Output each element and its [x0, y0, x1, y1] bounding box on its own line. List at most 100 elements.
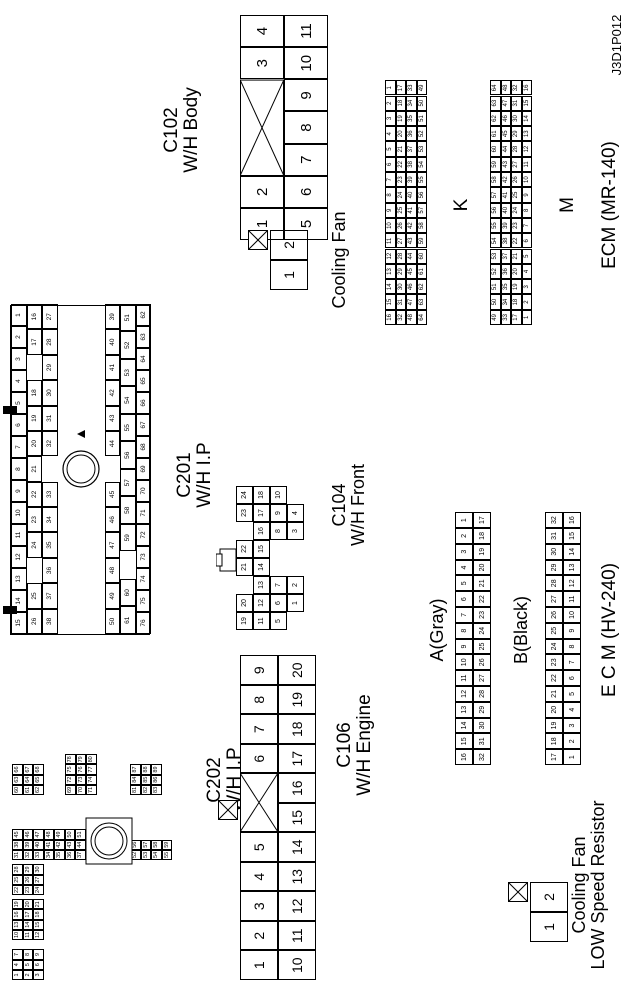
- pin-31: 31: [12, 849, 23, 860]
- pin-82: 82: [140, 784, 151, 795]
- pin-41: 41: [43, 839, 54, 850]
- pin-50: 50: [104, 608, 120, 634]
- pin-85: 85: [140, 774, 151, 785]
- pin-58: 58: [490, 172, 501, 188]
- pin-25: 25: [511, 187, 522, 203]
- pin-59: 59: [416, 233, 427, 249]
- pin-27: 27: [395, 233, 406, 249]
- pin-63: 63: [135, 326, 151, 348]
- pin-62: 62: [135, 304, 151, 326]
- pin-75: 75: [135, 590, 151, 612]
- pin-81: 81: [130, 784, 141, 795]
- pin-20: 20: [395, 126, 406, 142]
- pin-44: 44: [406, 248, 417, 264]
- pin-76: 76: [135, 612, 151, 634]
- pin-23: 23: [22, 884, 33, 895]
- pin-62: 62: [490, 110, 501, 127]
- pin-11: 11: [278, 921, 316, 951]
- pin-52: 52: [120, 331, 136, 359]
- pin-2: 2: [563, 733, 581, 750]
- pin-24: 24: [395, 187, 406, 203]
- pin-51: 51: [416, 110, 427, 127]
- pin-4: 4: [240, 15, 284, 48]
- pin-67: 67: [22, 764, 33, 775]
- pin-40: 40: [33, 839, 44, 850]
- pin-87: 87: [130, 764, 141, 775]
- pin-5: 5: [385, 141, 396, 157]
- pin-25: 25: [26, 583, 42, 609]
- pin-50: 50: [490, 294, 501, 310]
- c201-latch-left-icon: [3, 606, 17, 614]
- pin-61: 61: [490, 126, 501, 142]
- pin-30: 30: [473, 717, 491, 734]
- pin-37: 37: [500, 248, 511, 264]
- pin-64: 64: [416, 309, 427, 325]
- pin-64: 64: [22, 774, 33, 785]
- pin-56: 56: [490, 202, 501, 218]
- pin-21: 21: [473, 575, 491, 592]
- pin-7: 7: [521, 217, 532, 234]
- pin-16: 16: [253, 522, 270, 540]
- pin-1: 1: [521, 309, 532, 325]
- page-code: J3D1P012: [609, 14, 624, 76]
- pin-11: 11: [563, 591, 581, 607]
- pin-10: 10: [521, 172, 532, 188]
- pin-23: 23: [26, 507, 42, 533]
- pin-16: 16: [563, 512, 581, 528]
- pin-31: 31: [511, 95, 522, 111]
- pin-63: 63: [490, 95, 501, 111]
- pin-15: 15: [11, 612, 27, 634]
- pin-12: 12: [253, 594, 270, 612]
- pin-20: 20: [545, 701, 563, 718]
- pin-39: 39: [104, 304, 120, 330]
- pin-46: 46: [500, 110, 511, 127]
- c102-subtitle: W/H Body: [180, 87, 202, 173]
- pin-15: 15: [385, 294, 396, 310]
- pin-55: 55: [120, 414, 136, 442]
- c106-key-cross-icon: [240, 773, 278, 833]
- pin-15: 15: [253, 540, 270, 558]
- pin-2: 2: [385, 95, 396, 111]
- pin-32: 32: [395, 309, 406, 325]
- pin-19: 19: [12, 899, 23, 910]
- c102-title: C102: [161, 107, 182, 153]
- pin-9: 9: [563, 622, 581, 639]
- c202-center-hub-icon: [85, 817, 133, 865]
- pin-66: 66: [135, 392, 151, 414]
- pin-17: 17: [473, 512, 491, 528]
- pin-40: 40: [104, 329, 120, 355]
- pin-42: 42: [500, 172, 511, 188]
- pin-73: 73: [135, 546, 151, 568]
- pin-33: 33: [500, 309, 511, 325]
- pin-88: 88: [140, 764, 151, 775]
- pin-59: 59: [490, 156, 501, 172]
- pin-1: 1: [12, 969, 23, 980]
- pin-74: 74: [86, 774, 97, 785]
- pin-8: 8: [385, 187, 396, 203]
- pin-21: 21: [26, 456, 42, 482]
- resistor-key-icon: [508, 882, 528, 902]
- pin-34: 34: [500, 294, 511, 310]
- pin-60: 60: [416, 248, 427, 264]
- pin-20: 20: [473, 559, 491, 576]
- pin-17: 17: [278, 744, 316, 774]
- pin-48: 48: [43, 829, 54, 840]
- pin-32: 32: [22, 849, 33, 860]
- pin-7: 7: [563, 654, 581, 671]
- pin-49: 49: [54, 829, 65, 840]
- pin-28: 28: [12, 864, 23, 875]
- pin-13: 13: [385, 263, 396, 280]
- pin-58: 58: [416, 217, 427, 234]
- pin-3: 3: [563, 717, 581, 734]
- pin-11: 11: [385, 233, 396, 249]
- pin-67: 67: [135, 414, 151, 436]
- pin-11: 11: [284, 15, 328, 48]
- pin-20: 20: [236, 594, 253, 612]
- c201-label: C201 W/H I.P: [174, 415, 215, 535]
- pin-23: 23: [545, 654, 563, 671]
